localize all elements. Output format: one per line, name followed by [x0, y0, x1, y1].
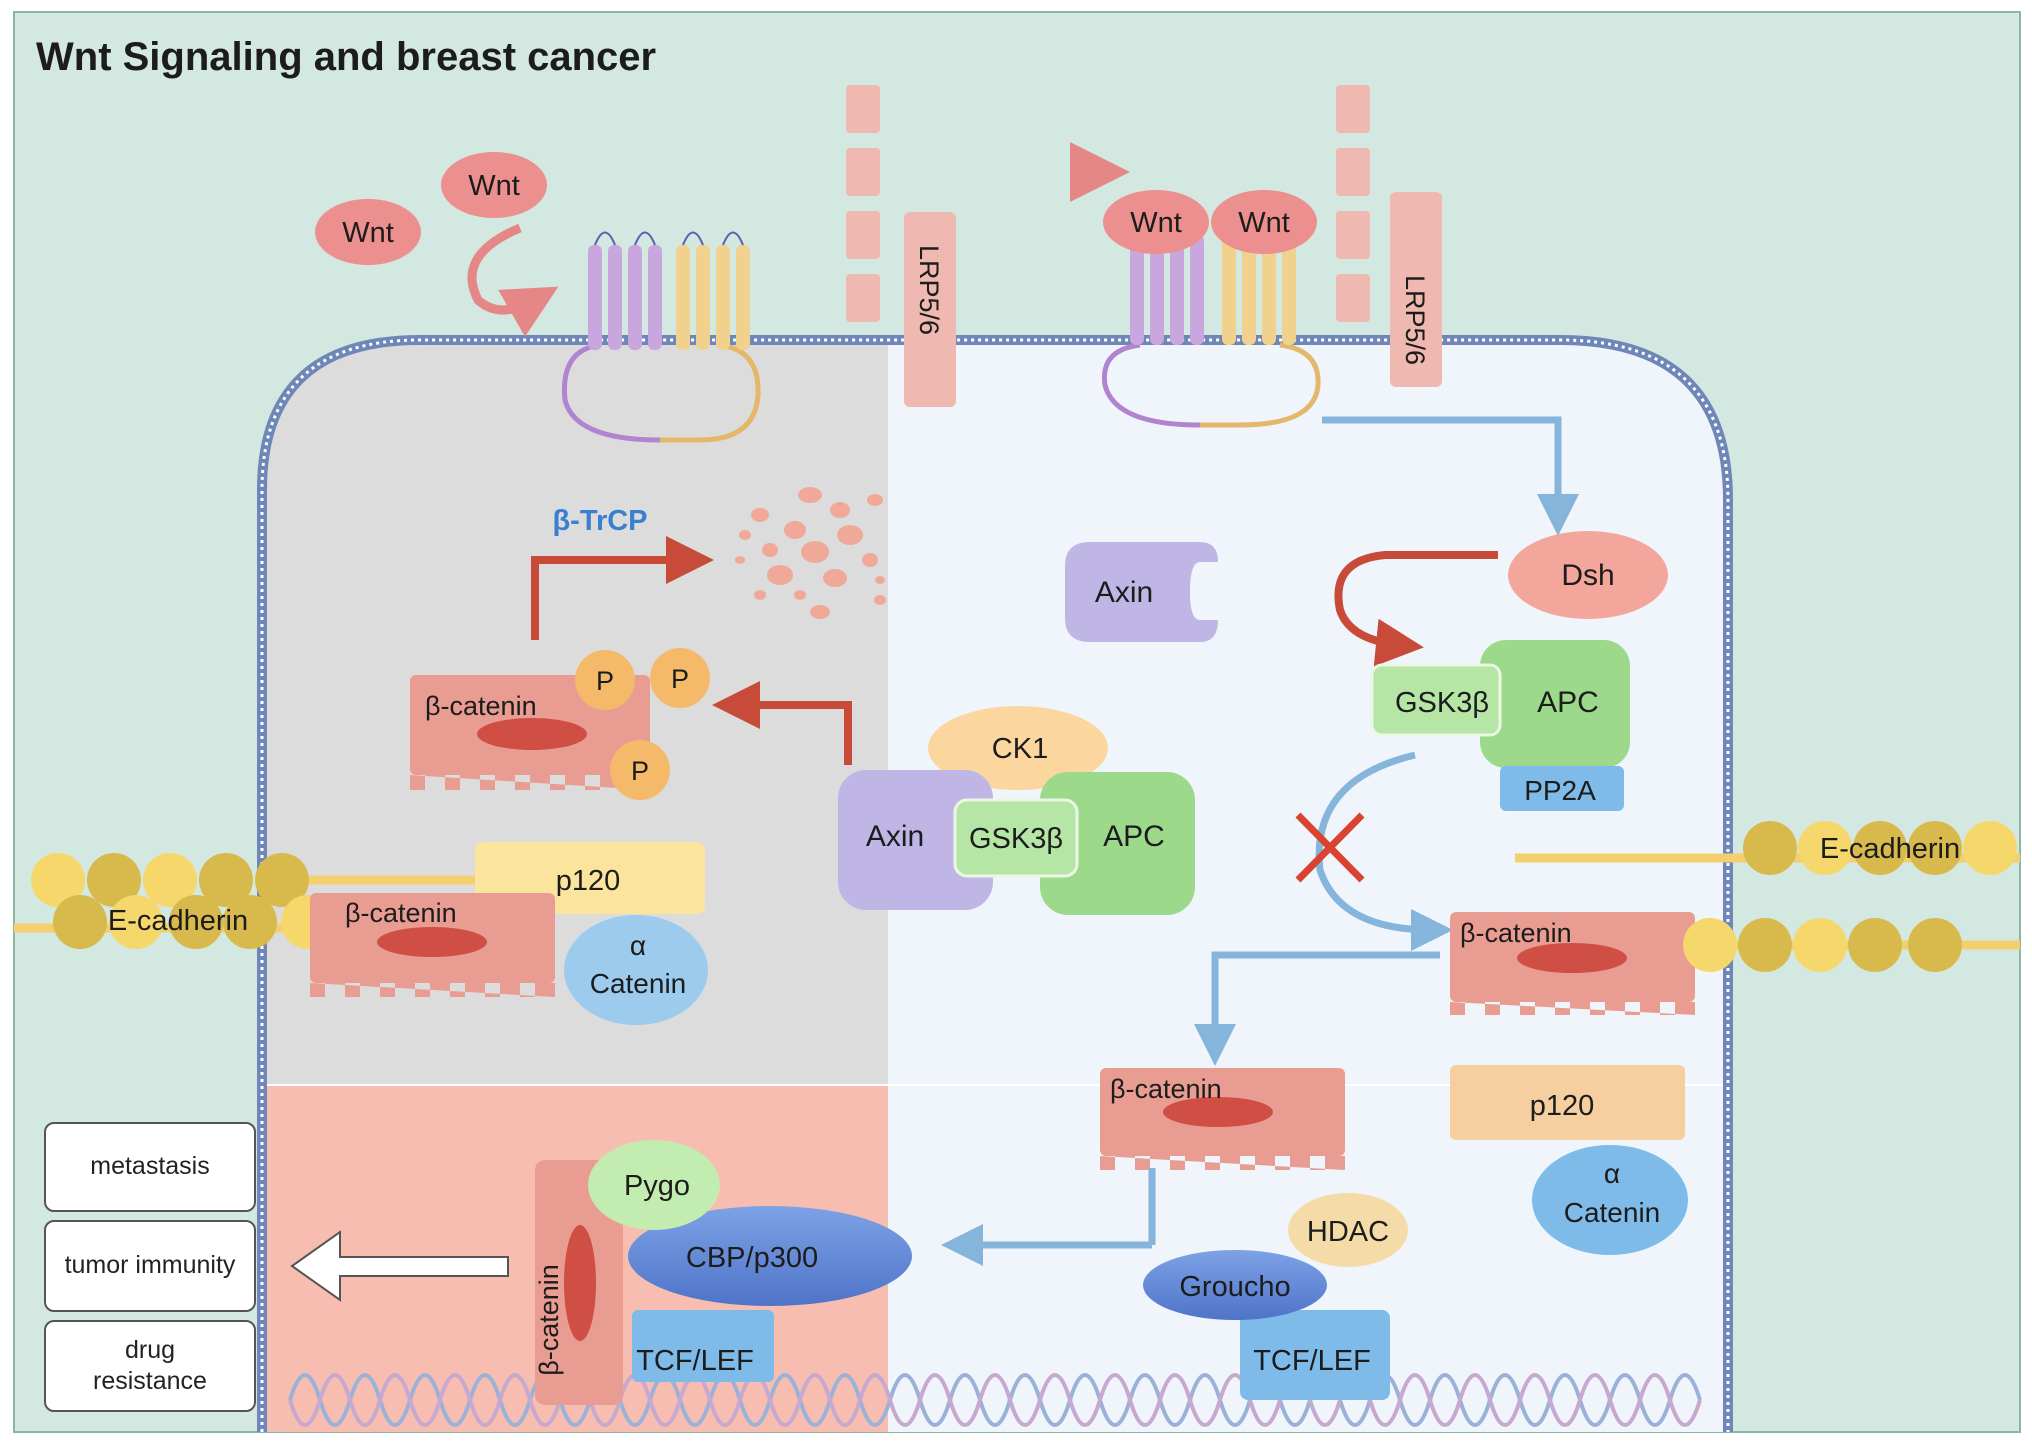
- ecadherin-beads-left: [31, 853, 335, 949]
- wnt-label-4: Wnt: [1238, 207, 1290, 239]
- pp2a-protein: [1500, 766, 1624, 811]
- lrp-label-left: LRP5/6: [914, 245, 944, 335]
- cbp-p300-label: CBP/p300: [686, 1242, 818, 1274]
- beta-catenin-label-4: β-catenin: [1110, 1074, 1222, 1104]
- beta-catenin-label-5: β-catenin: [534, 1264, 564, 1376]
- pp2a-label: PP2A: [1524, 775, 1596, 806]
- ck1-protein: [928, 706, 1108, 790]
- wnt-label-3: Wnt: [1130, 207, 1182, 239]
- wnt-ligand-bound-2: [1211, 190, 1317, 254]
- phosphate-label-3: P: [631, 756, 649, 786]
- ck1-label: CK1: [992, 733, 1048, 765]
- alpha-label-right: α: [1604, 1158, 1620, 1189]
- pygo-protein: [588, 1140, 720, 1230]
- beta-catenin-adherens: [310, 893, 555, 997]
- beta-catenin-label-3: β-catenin: [1460, 918, 1572, 948]
- pygo-label: Pygo: [624, 1170, 690, 1202]
- p120-label-left: p120: [556, 865, 621, 897]
- dsh-label: Dsh: [1561, 559, 1614, 592]
- cbp-p300-protein: [628, 1206, 912, 1306]
- dna-helix: [288, 1373, 1702, 1427]
- beta-catenin-nuclear-right: [1100, 1068, 1345, 1170]
- dsh-protein: [1508, 531, 1668, 619]
- inhibition-x-mark: [1295, 812, 1365, 883]
- p120-protein-right: [1450, 1065, 1685, 1140]
- p120-label-right: p120: [1530, 1090, 1595, 1122]
- alpha-catenin-right: [1532, 1145, 1688, 1255]
- tcf-lef-protein-left: [632, 1310, 774, 1382]
- signal-to-dsh-arrow: [1322, 416, 1579, 536]
- tcf-lef-label-left: TCF/LEF: [636, 1345, 754, 1377]
- proteasome-degradation-fragments: [735, 487, 886, 619]
- dsh-inhibit-arrow: [1334, 551, 1498, 667]
- phosphate-1: [575, 650, 635, 710]
- phosphate-2: [650, 648, 710, 708]
- alpha-label-left: α: [630, 930, 646, 961]
- wnt-ligand-bound-1: [1103, 190, 1209, 254]
- phosphate-label-2: P: [671, 664, 689, 694]
- gsk3b-label-complex: GSK3β: [969, 823, 1063, 855]
- wnt-ligand-free-1: [315, 199, 421, 265]
- beta-catenin-label-1: β-catenin: [425, 691, 537, 721]
- hdac-label: HDAC: [1307, 1216, 1389, 1248]
- wnt-binding-arrow: [467, 223, 559, 337]
- lrp-label-right: LRP5/6: [1400, 275, 1430, 365]
- blocked-degradation-arrow: [1315, 751, 1453, 951]
- axin-protein-complex: [838, 770, 993, 910]
- tcf-lef-protein-right: [1240, 1310, 1390, 1400]
- ecadherin-label-right: E-cadherin: [1820, 833, 1960, 865]
- degradation-arrow: [531, 536, 714, 640]
- alpha-catenin-left: [564, 915, 708, 1025]
- wnt-label-2: Wnt: [468, 170, 520, 202]
- hdac-protein: [1288, 1193, 1408, 1267]
- cell-membrane-dashes: [260, 338, 1730, 1432]
- phosphorylation-arrow: [712, 681, 852, 765]
- gsk3b-label-right: GSK3β: [1395, 687, 1489, 719]
- frizzled-receptor-right: [1101, 235, 1321, 428]
- gsk3b-protein-complex: [953, 798, 1079, 878]
- apc-protein-complex: [1040, 772, 1195, 915]
- wnt-ligand-free-2: [441, 152, 547, 218]
- wnt-label-1: Wnt: [342, 217, 394, 249]
- ecadherin-label-left: E-cadherin: [108, 905, 248, 937]
- gsk3b-protein-right: [1370, 663, 1502, 737]
- outcome-tumor-immunity: tumor immunity: [44, 1220, 256, 1312]
- nuclear-translocation-arrow: [1194, 951, 1440, 1066]
- apc-label-right: APC: [1537, 686, 1599, 719]
- beta-catenin-nucleus-core: [564, 1225, 596, 1341]
- catenin-label-left: Catenin: [590, 968, 687, 999]
- tcf-lef-label-right: TCF/LEF: [1253, 1345, 1371, 1377]
- groucho-protein: [1143, 1250, 1327, 1320]
- beta-catenin-stabilized: [1450, 912, 1695, 1015]
- ecadherin-beads-right: [1683, 821, 2017, 972]
- apc-protein-right: [1480, 640, 1630, 768]
- outcome-drug-resistance: drug resistance: [44, 1320, 256, 1412]
- outcome-arrow: [290, 1230, 509, 1302]
- phosphate-label-1: P: [596, 666, 614, 696]
- apc-label-complex: APC: [1103, 820, 1165, 853]
- axin-label-complex: Axin: [866, 820, 924, 853]
- catenin-label-right: Catenin: [1564, 1197, 1661, 1228]
- groucho-label: Groucho: [1179, 1271, 1290, 1303]
- lrp-coreceptor-left: [846, 85, 956, 407]
- axin-protein-free: [1065, 542, 1218, 642]
- btrcp-label: β-TrCP: [552, 505, 647, 537]
- phosphate-3: [610, 740, 670, 800]
- outcome-metastasis: metastasis: [44, 1122, 256, 1212]
- diagram-title: Wnt Signaling and breast cancer: [36, 35, 656, 79]
- lrp-coreceptor-right: [1336, 85, 1442, 387]
- frizzled-receptor-left: [561, 231, 761, 443]
- axin-label-free: Axin: [1095, 576, 1153, 609]
- beta-catenin-label-2: β-catenin: [345, 898, 457, 928]
